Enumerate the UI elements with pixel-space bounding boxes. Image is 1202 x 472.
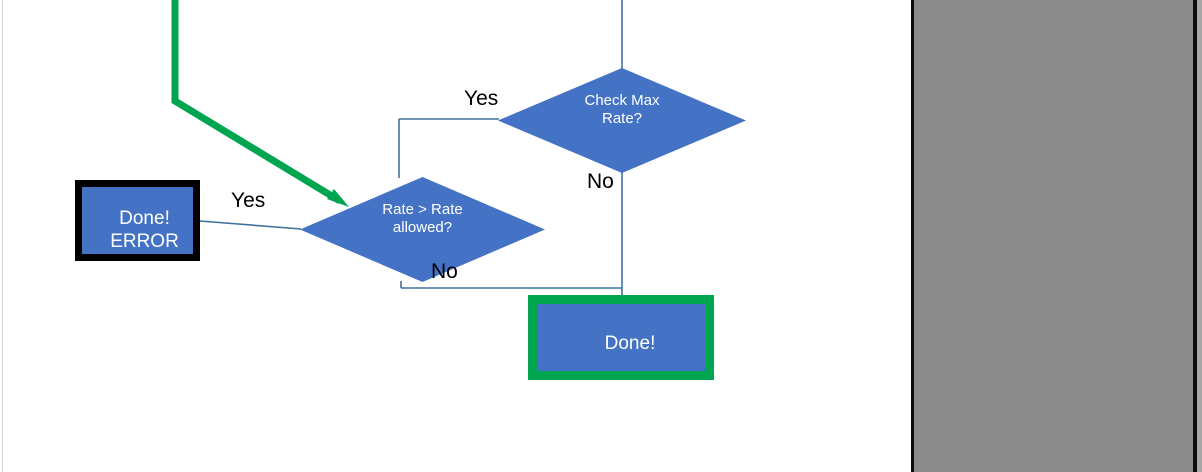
edge-label-no-from-rate: No	[431, 260, 458, 283]
flowchart-canvas: Done! ERROR Rate > Rate allowed? Check M…	[2, 0, 746, 472]
edge-label-yes-from-max-rate: Yes	[464, 87, 499, 110]
decision-diamond-shape	[498, 68, 746, 173]
node-done-label: Done!	[604, 333, 656, 354]
panel-right-rule	[1193, 0, 1197, 472]
node-check-max-rate-decision[interactable]: Check Max Rate?	[498, 68, 746, 173]
edge-label-yes-to-error: Yes	[231, 189, 266, 212]
node-done-error-label: Done! ERROR	[110, 208, 179, 253]
connector-error-to-rate	[199, 220, 302, 230]
decision-diamond-shape	[300, 177, 545, 282]
status-panel: Yes No: Delta: 0.4 ✔ 17.1	[914, 0, 1193, 472]
canvas-left-rule	[2, 0, 3, 472]
green-highlight-path	[171, 0, 342, 204]
green-path-arrowhead	[327, 189, 349, 207]
node-done-error-box[interactable]: Done! ERROR	[75, 180, 200, 261]
panel-divider-line	[911, 0, 914, 472]
node-done-box[interactable]: Done!	[528, 295, 714, 380]
panel-outer-margin	[1197, 0, 1202, 472]
flowchart-connectors	[171, 0, 623, 297]
edge-label-no-from-max-rate: No	[587, 170, 614, 193]
node-rate-greater-than-allowed-decision[interactable]: Rate > Rate allowed?	[300, 177, 545, 282]
